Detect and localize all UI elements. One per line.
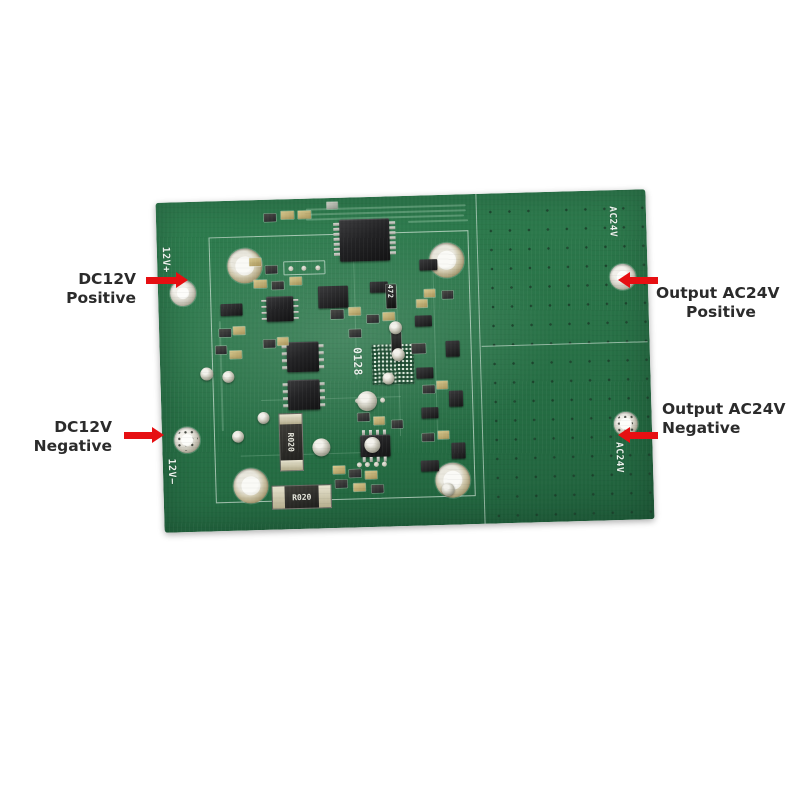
shunt-label: R020 (286, 432, 296, 452)
arrow-head (618, 427, 630, 443)
annotation-ac24v-negative: Output AC24V Negative (662, 400, 790, 438)
smd-resistor (280, 211, 294, 220)
sot223-regulator (317, 285, 349, 309)
arrow-shaft (629, 276, 658, 284)
shunt-label: R020 (291, 492, 312, 502)
smd-resistor (424, 289, 436, 298)
smd-capacitor (219, 328, 232, 338)
smd-resistor (365, 470, 378, 480)
sot23-transistor (420, 460, 440, 472)
main-ic-soic16 (333, 218, 397, 262)
smd-resistor (297, 210, 311, 219)
annotation-ac24v-negative-line2: Negative (662, 418, 741, 437)
smd-capacitor (422, 385, 435, 394)
ic-soic8-mid-left (281, 341, 325, 373)
annotation-dc12v-negative-line2: Negative (33, 436, 112, 455)
smd-resistor (436, 380, 448, 390)
smd-capacitor (357, 413, 370, 422)
pcb-board: 12V+ 12V− AC24V AC24V 0128 (155, 189, 655, 533)
smd-resistor (348, 307, 361, 316)
smd-capacitor (326, 201, 338, 210)
sot23-transistor (220, 303, 243, 317)
smd-resistor (289, 276, 302, 286)
ic-soic8-mid-left-lower (282, 379, 326, 411)
smd-capacitor (371, 484, 384, 493)
annotation-ac24v-negative-line1: Output AC24V (662, 400, 786, 418)
arrow-head (152, 427, 164, 443)
sot23-transistor (451, 442, 466, 459)
terminal-pad-12v-negative (173, 426, 201, 454)
smd-resistor (253, 279, 267, 289)
arrow-dc12v-negative (124, 427, 164, 443)
smd-capacitor (349, 329, 362, 338)
ic-soic8-upper (261, 296, 299, 322)
annotation-ac24v-positive-line1: Output AC24V (656, 284, 780, 302)
sot23-transistor (448, 390, 464, 407)
silk-label-12v-minus: 12V− (165, 458, 178, 485)
smd-capacitor (391, 420, 403, 429)
annotation-dc12v-negative: DC12V Negative (2, 418, 112, 456)
smd-resistor (382, 312, 395, 321)
smd-capacitor (263, 213, 277, 222)
smd-capacitor (330, 309, 344, 320)
sot23-transistor (421, 407, 439, 419)
test-point-header (283, 260, 326, 276)
arrow-ac24v-negative (618, 427, 658, 443)
sot23-transistor (414, 315, 433, 327)
smd-capacitor (335, 479, 348, 488)
smd-capacitor (271, 281, 284, 290)
silk-label-batch-code: 0128 (350, 347, 365, 377)
arrow-head (176, 272, 188, 288)
silk-label-12v-plus: 12V+ (159, 246, 172, 273)
lead-array-right (355, 458, 389, 469)
trace (408, 219, 469, 223)
smd-capacitor (215, 345, 227, 355)
smd-capacitor (422, 433, 435, 442)
sot23-transistor (445, 340, 460, 357)
smd-resistor (332, 465, 346, 475)
smd-capacitor (265, 265, 278, 274)
smd-resistor (229, 350, 242, 359)
arrow-dc12v-positive (146, 272, 188, 288)
smd-capacitor (366, 314, 379, 324)
arrow-shaft (629, 431, 658, 439)
arrow-shaft (124, 431, 153, 439)
smd-capacitor (263, 339, 276, 348)
arrow-ac24v-positive (618, 272, 658, 288)
annotation-dc12v-positive: DC12V Positive (8, 270, 136, 308)
smd-capacitor (411, 343, 426, 354)
silk-label-ac24v-bottom: AC24V (613, 441, 626, 474)
annotation-ac24v-positive-line2: Positive (686, 302, 756, 321)
sot23-transistor (416, 367, 434, 379)
sot23-transistor (419, 259, 438, 271)
arrow-shaft (146, 276, 177, 284)
smd-resistor (353, 483, 366, 492)
annotation-ac24v-positive: Output AC24V Positive (656, 284, 786, 322)
smd-resistor (437, 430, 450, 440)
pcb-substrate: 12V+ 12V− AC24V AC24V 0128 (155, 189, 655, 533)
silk-label-ac24v-top: AC24V (606, 205, 619, 238)
smd-resistor (373, 416, 385, 425)
smd-resistor (277, 337, 289, 346)
shunt-resistor-r020-lower: R020 (271, 484, 333, 510)
smd-capacitor (442, 290, 454, 299)
smd-capacitor (349, 469, 362, 478)
smd-resistor (416, 299, 428, 308)
arrow-head (618, 272, 630, 288)
smd-resistor (249, 257, 262, 267)
silk-label-resistor-code: 472 (385, 284, 395, 299)
annotation-dc12v-negative-line1: DC12V (54, 418, 112, 436)
shunt-resistor-r020-upper: R020 (278, 412, 305, 472)
annotation-dc12v-positive-line1: DC12V Positive (66, 270, 136, 307)
smd-resistor (232, 326, 246, 335)
